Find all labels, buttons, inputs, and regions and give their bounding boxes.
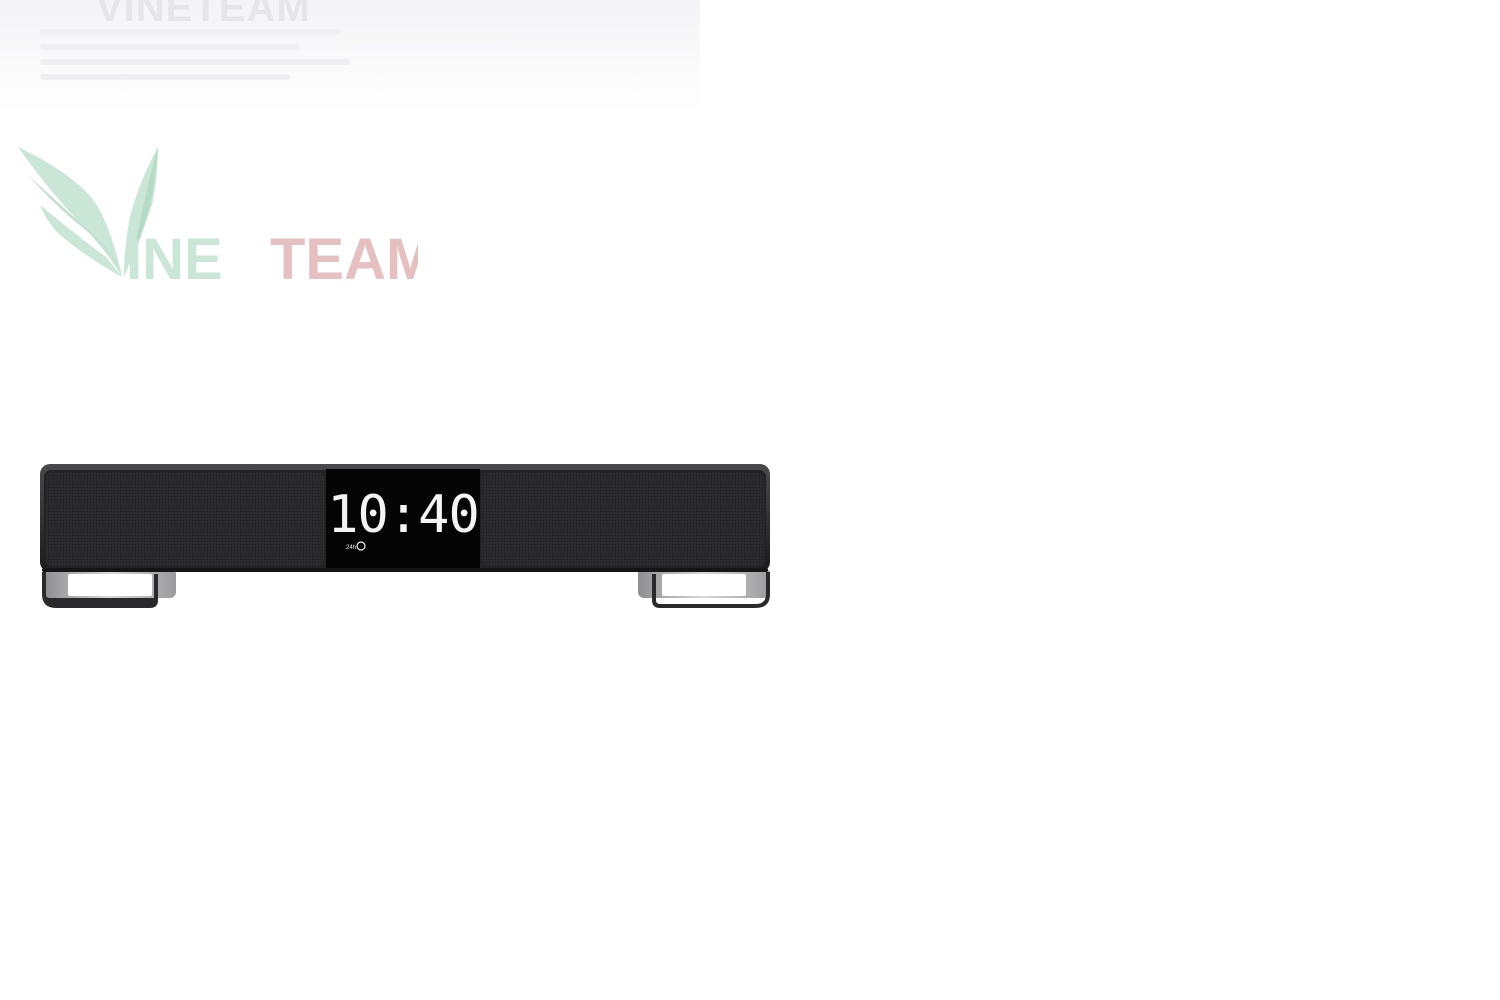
left-foot — [42, 568, 176, 608]
left-speaker-grille — [46, 472, 324, 566]
vineteam-watermark-logo: INE TEAM — [18, 145, 418, 285]
clock-display — [326, 469, 480, 571]
clock-mode-icon — [356, 541, 366, 551]
top-banner-strip: VINETEAM — [0, 0, 700, 112]
soundbar-clock-product: 10:40 24h — [38, 462, 772, 610]
brand-green-text: INE — [126, 227, 223, 285]
clock-mode-badge: 24h — [346, 545, 356, 551]
wing-icon — [18, 147, 122, 277]
clock-time: 10:40 — [327, 485, 479, 545]
faded-watermark-text: VINETEAM — [96, 0, 311, 30]
right-foot — [638, 568, 770, 608]
brand-red-text: TEAM — [270, 227, 418, 285]
faded-text-lines — [0, 20, 360, 112]
right-speaker-grille — [482, 472, 764, 566]
